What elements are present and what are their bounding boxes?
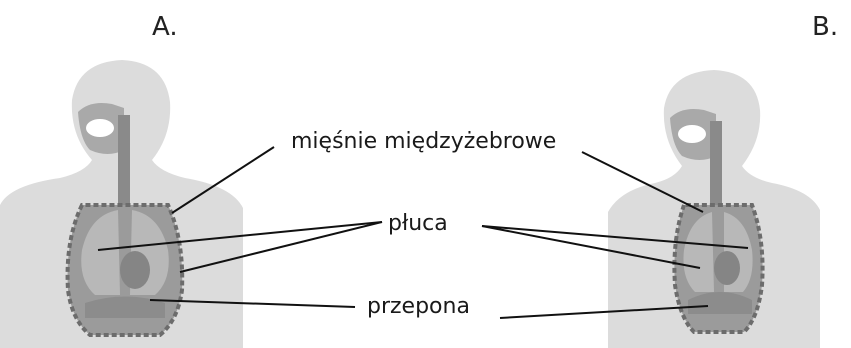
lung-left-b bbox=[683, 212, 714, 292]
leader-diaphragm-b bbox=[499, 305, 709, 319]
heart-b bbox=[714, 251, 740, 285]
term-diaphragm: przepona bbox=[363, 296, 474, 318]
mouth-a bbox=[86, 119, 114, 137]
trachea-b bbox=[710, 121, 722, 207]
leader-lines bbox=[97, 146, 749, 319]
leader-lungs-a1 bbox=[97, 221, 383, 251]
figure-b bbox=[608, 70, 820, 348]
leader-lungs-a2 bbox=[179, 221, 383, 273]
diaphragm-b bbox=[688, 292, 752, 314]
term-lungs: płuca bbox=[384, 213, 452, 235]
term-intercostal-muscles: mięśnie międzyżebrowe bbox=[287, 131, 561, 153]
leader-intercostal-a bbox=[171, 146, 275, 214]
diaphragm-a bbox=[85, 296, 165, 318]
figure-a bbox=[0, 60, 243, 348]
panel-label-b: B. bbox=[812, 12, 839, 42]
mouth-b bbox=[678, 125, 706, 143]
trachea-a bbox=[118, 115, 130, 205]
leader-intercostal-b bbox=[581, 151, 704, 213]
leader-lungs-b2 bbox=[481, 225, 701, 269]
leader-lungs-b1 bbox=[481, 225, 749, 249]
panel-label-a: A. bbox=[152, 12, 178, 42]
leader-diaphragm-a bbox=[149, 299, 356, 308]
lung-left-a bbox=[81, 210, 120, 295]
heart-a bbox=[120, 251, 150, 289]
